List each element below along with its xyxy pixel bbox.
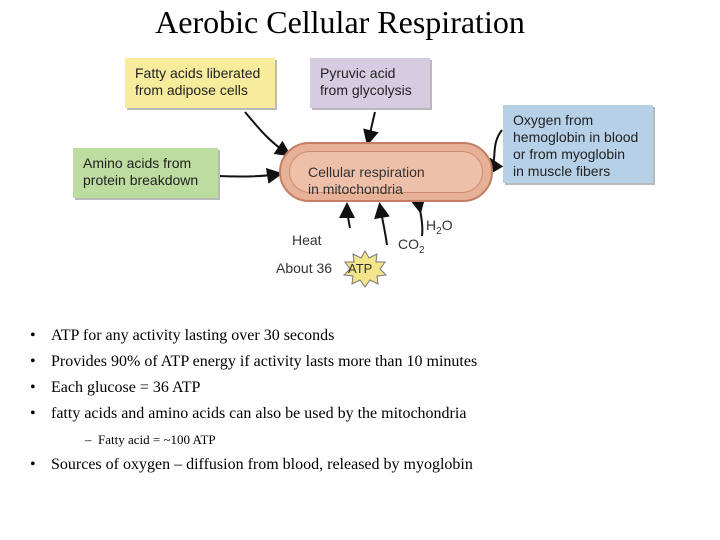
arrows-layer	[217, 111, 504, 246]
mitochondrion-shape	[279, 142, 493, 202]
respiration-diagram: Fatty acids liberated from adipose cells…	[60, 50, 690, 290]
pyruvic-acid-box: Pyruvic acid from glycolysis	[310, 58, 430, 108]
arrow-heat	[339, 202, 356, 229]
fatty-acids-box: Fatty acids liberated from adipose cells	[125, 58, 275, 108]
mitochondrion-label: Cellular respiration in mitochondria	[308, 164, 425, 197]
sub-list-item: – Fatty acid = ~100 ATP	[85, 432, 216, 447]
about-36-label: About 36	[276, 260, 333, 276]
arrow-fatty-acids	[244, 111, 292, 157]
amino-acids-box: Amino acids from protein breakdown	[73, 148, 218, 198]
co2-label: CO2	[398, 236, 425, 256]
arrow-co2	[374, 202, 390, 246]
water-label: H2O	[426, 217, 453, 237]
page-title: Aerobic Cellular Respiration	[155, 4, 525, 40]
atp-burst-icon	[343, 250, 387, 288]
atp-label: ATP	[348, 261, 373, 276]
arrow-pyruvic-acid	[363, 111, 379, 146]
arrow-amino-acids	[217, 167, 283, 184]
heat-label: Heat	[292, 232, 322, 248]
arrow-water	[409, 196, 426, 237]
oxygen-box: Oxygen from hemoglobin in blood or from …	[503, 105, 653, 183]
